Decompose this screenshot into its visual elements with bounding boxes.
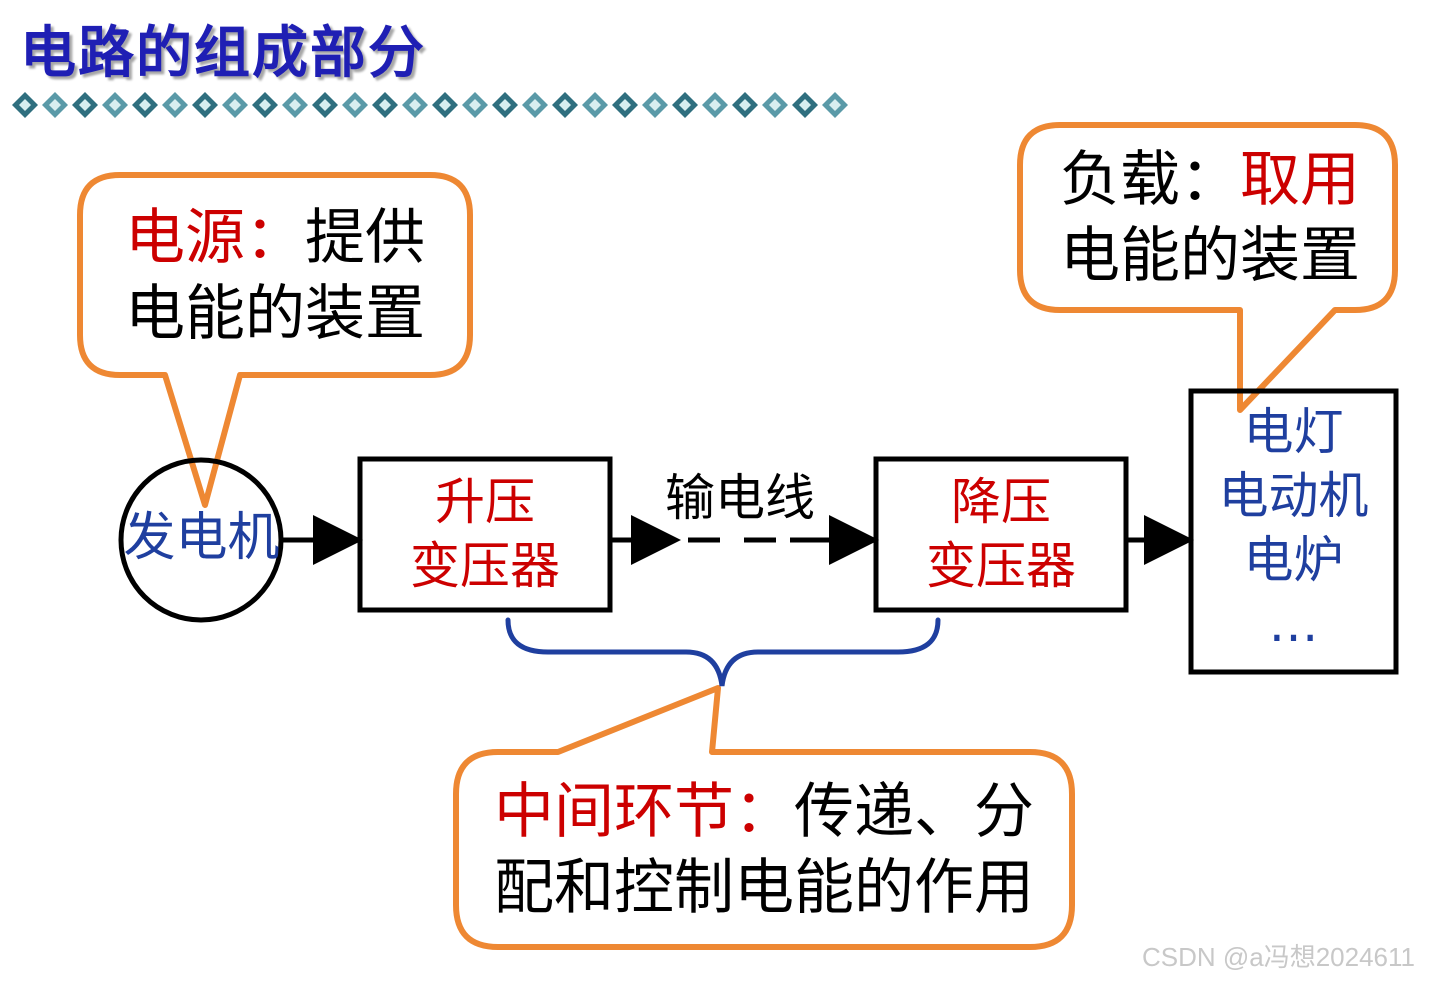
decorative-diamond-band	[12, 92, 848, 118]
load-item: …	[1268, 595, 1319, 653]
diamond-ornament-inner	[709, 99, 721, 111]
diamond-ornament-inner	[739, 99, 751, 111]
diamond-ornament-inner	[109, 99, 121, 111]
transmission-line-label: 输电线	[665, 469, 815, 527]
source-line2: 电能的装置	[125, 279, 425, 349]
load-item: 电炉	[1243, 531, 1344, 589]
load-line2: 电能的装置	[1060, 221, 1360, 291]
diamond-ornament-inner	[79, 99, 91, 111]
source-callout-bubble	[77, 172, 473, 508]
step-down-line2: 变压器	[926, 537, 1076, 595]
load-item: 电动机	[1218, 467, 1369, 525]
diamond-ornament-inner	[679, 99, 691, 111]
diamond-ornament-inner	[409, 99, 421, 111]
diamond-ornament-inner	[169, 99, 181, 111]
load-heading-emphasis: 取用	[1240, 145, 1360, 215]
load-item: 电灯	[1243, 403, 1344, 461]
diamond-ornament-inner	[229, 99, 241, 111]
diamond-ornament-inner	[499, 99, 511, 111]
middle-callout-bubble	[453, 685, 1075, 950]
diamond-ornament-inner	[559, 99, 571, 111]
diamond-ornament-inner	[319, 99, 331, 111]
diamond-ornament-inner	[439, 99, 451, 111]
middle-stage-brace	[505, 617, 941, 687]
diamond-ornament-inner	[199, 99, 211, 111]
load-callout-bubble	[1017, 122, 1398, 413]
step-down-label: 降压 变压器	[876, 470, 1126, 598]
diamond-ornament-inner	[529, 99, 541, 111]
diamond-ornament-inner	[289, 99, 301, 111]
diamond-ornament-inner	[349, 99, 361, 111]
step-up-line2: 变压器	[410, 537, 560, 595]
middle-line2: 配和控制电能的作用	[494, 853, 1034, 923]
generator-label: 发电机	[123, 508, 280, 568]
diamond-ornament-inner	[49, 99, 61, 111]
middle-line1-rest: 传递、分	[794, 777, 1034, 847]
diamond-ornament-inner	[619, 99, 631, 111]
diamond-ornament-inner	[469, 99, 481, 111]
source-heading: 电源：	[125, 203, 305, 273]
source-line1-rest: 提供	[305, 203, 425, 273]
source-callout-text: 电源：提供 电能的装置	[95, 200, 455, 352]
diamond-ornament-inner	[19, 99, 31, 111]
diamond-ornament-inner	[799, 99, 811, 111]
diamond-ornament-inner	[139, 99, 151, 111]
page-title: 电路的组成部分	[20, 21, 426, 86]
diamond-ornament-inner	[829, 99, 841, 111]
diamond-ornament-inner	[649, 99, 661, 111]
load-heading: 负载：	[1060, 145, 1240, 215]
diamond-ornament-inner	[259, 99, 271, 111]
diamond-ornament-inner	[379, 99, 391, 111]
load-list: 电灯 电动机 电炉 …	[1191, 400, 1396, 656]
diamond-ornament-inner	[769, 99, 781, 111]
middle-heading: 中间环节：	[494, 777, 794, 847]
step-up-line1: 升压	[435, 473, 535, 531]
step-down-line1: 降压	[951, 473, 1051, 531]
watermark: CSDN @a冯想2024611	[1141, 942, 1415, 972]
diamond-ornament-inner	[589, 99, 601, 111]
step-up-label: 升压 变压器	[360, 470, 610, 598]
load-callout-text: 负载：取用 电能的装置	[1030, 142, 1390, 294]
middle-callout-text: 中间环节：传递、分 配和控制电能的作用	[460, 774, 1068, 926]
